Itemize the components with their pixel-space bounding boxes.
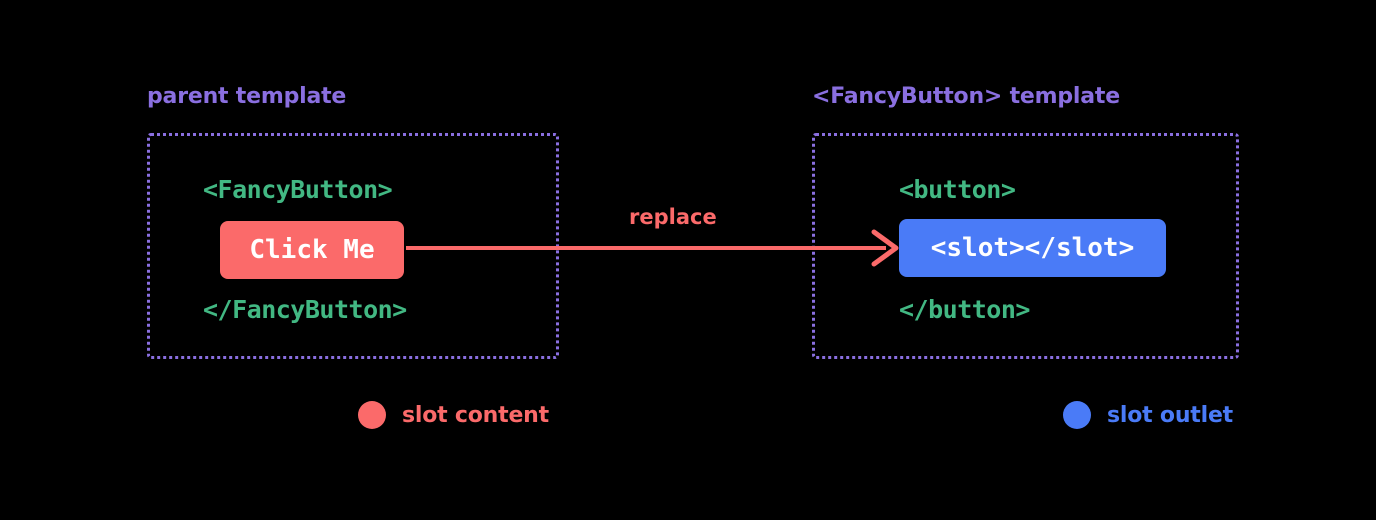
legend-item-slot-outlet: slot outlet [1063, 401, 1233, 429]
legend-label-slot-outlet: slot outlet [1107, 402, 1233, 428]
slot-outlet-chip[interactable]: <slot></slot> [899, 219, 1166, 277]
slot-content-dot-icon [358, 401, 386, 429]
code-open-button: <button> [899, 175, 1016, 204]
code-close-button: </button> [899, 295, 1030, 324]
replace-arrow-icon [406, 229, 899, 267]
slot-outlet-dot-icon [1063, 401, 1091, 429]
legend-item-slot-content: slot content [358, 401, 549, 429]
code-open-fancybutton: <FancyButton> [203, 175, 393, 204]
code-close-fancybutton: </FancyButton> [203, 295, 407, 324]
fancybutton-template-heading: <FancyButton> template [812, 84, 1120, 109]
legend-label-slot-content: slot content [402, 402, 549, 428]
replace-arrow-label: replace [629, 205, 717, 229]
parent-template-heading: parent template [147, 84, 347, 109]
slot-content-chip[interactable]: Click Me [220, 221, 404, 279]
